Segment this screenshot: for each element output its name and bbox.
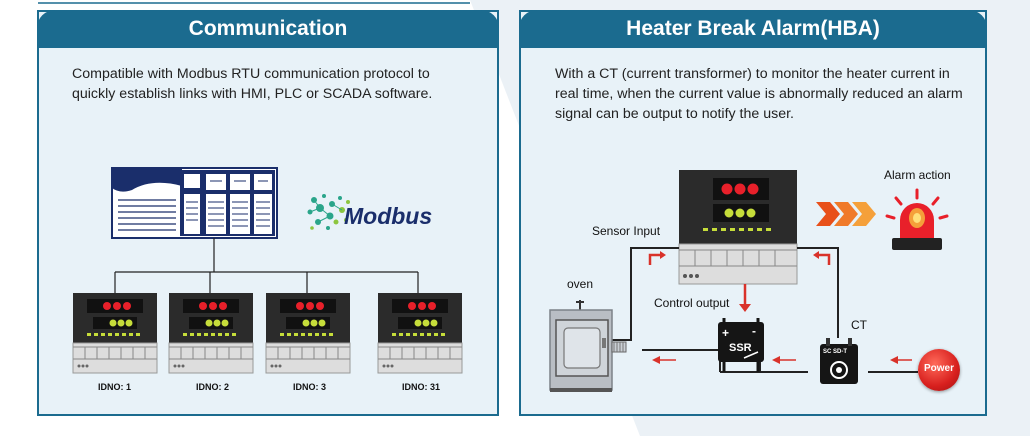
alarm-light-icon xyxy=(885,188,949,250)
alarm-action-label: Alarm action xyxy=(884,168,951,182)
oven-illustration xyxy=(549,300,627,392)
device-label-3: IDNO: 3 xyxy=(293,382,327,392)
communication-title: Communication xyxy=(37,10,499,48)
oven-label: oven xyxy=(567,277,594,291)
power-button-label: Power xyxy=(923,363,954,374)
communication-description: Compatible with Modbus RTU communication… xyxy=(72,66,433,102)
ssr-minus-label: - xyxy=(752,324,756,338)
control-output-label: Control output xyxy=(654,296,730,310)
plc-controller-illustration xyxy=(111,167,278,239)
device-label-1: IDNO: 1 xyxy=(98,382,132,392)
controller-device-2 xyxy=(168,293,254,374)
sensor-input-label: Sensor Input xyxy=(592,224,661,238)
modbus-logo-text: Modbus xyxy=(344,203,433,229)
ssr-label: SSR xyxy=(729,342,752,354)
chevron-arrows-icon xyxy=(816,202,876,226)
ct-marking-label: SC SD-T xyxy=(823,349,847,355)
modbus-wiring xyxy=(114,238,419,293)
controller-device-1 xyxy=(72,293,158,374)
modbus-logo-dots-icon xyxy=(307,194,350,230)
ssr-plus-label: + xyxy=(722,326,730,340)
hba-description: With a CT (current transformer) to monit… xyxy=(555,66,963,122)
ct-label: CT xyxy=(851,318,867,332)
hba-title: Heater Break Alarm(HBA) xyxy=(519,10,987,48)
device-label-2: IDNO: 2 xyxy=(196,382,230,392)
controller-device-3 xyxy=(265,293,351,374)
power-button[interactable]: Power xyxy=(918,349,960,391)
ssr-relay-illustration xyxy=(718,318,764,372)
controller-device-31 xyxy=(377,293,463,374)
device-label-31: IDNO: 31 xyxy=(402,382,441,392)
ct-sensor-illustration xyxy=(820,338,858,384)
hba-controller-illustration xyxy=(678,170,798,285)
